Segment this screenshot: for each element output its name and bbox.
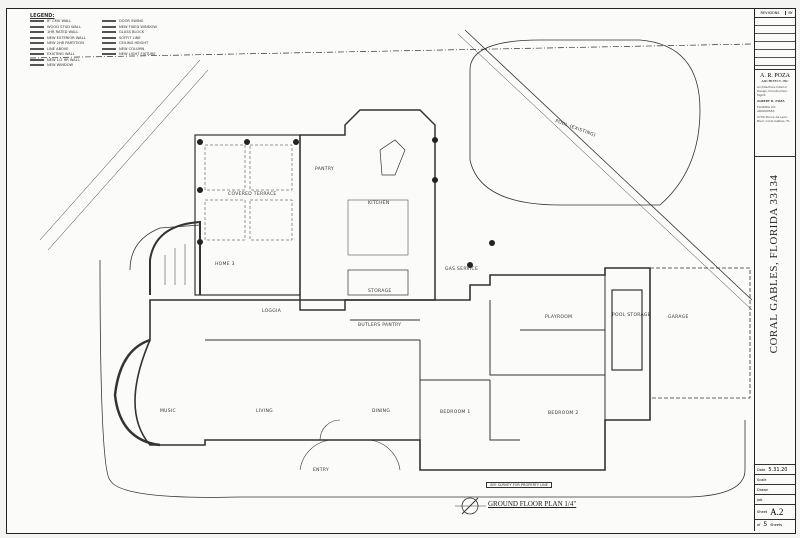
sheet-label: Sheet xyxy=(757,510,768,514)
sheet-number: A.2 xyxy=(770,507,784,517)
room-label-playroom: PLAYROOM xyxy=(545,314,572,320)
legend-item: WOOD STUD WALL xyxy=(47,24,81,29)
date-value: 5.31.20 xyxy=(768,466,788,473)
firm-block: A. R. POZA ARCHITECT, INC Architecture I… xyxy=(755,70,795,157)
legend-item: EXISTING WALL xyxy=(47,52,75,56)
room-label-living: LIVING xyxy=(256,408,273,414)
room-label-gas-service: GAS SERVICE xyxy=(445,266,478,272)
property-line-diagonal xyxy=(464,29,753,301)
legend-item: NEW EXTERIOR WALL xyxy=(47,35,86,40)
legend-item: NEW COLUMN xyxy=(119,46,145,51)
kitchen-wing xyxy=(299,109,436,311)
project-location: CORAL GABLES, FLORIDA 33134 xyxy=(759,169,789,359)
drawing-sheet xyxy=(6,8,796,534)
stair-tower xyxy=(149,220,201,295)
project-location-text: CORAL GABLES, FLORIDA 33134 xyxy=(768,174,780,354)
room-label-entry: ENTRY xyxy=(313,467,329,473)
sheet-count: 5 xyxy=(763,521,768,528)
covered-terrace xyxy=(194,134,301,296)
by-header: BY xyxy=(785,11,795,15)
date-label: Date xyxy=(757,467,766,472)
scale-label: Scale xyxy=(757,477,767,482)
room-label-pool-storage: POOL STORAGE xyxy=(612,312,651,318)
revisions-header: REVISIONS xyxy=(760,11,780,15)
legend-title: LEGEND: xyxy=(30,13,55,19)
title-block: REVISIONS BY A. R. POZA ARCHITECT, INC Ar… xyxy=(754,9,795,531)
legend-item: NEW LIGHT FIXTURE xyxy=(119,52,156,56)
legend-item: NEW WINDOW xyxy=(47,63,74,67)
room-label-dining: DINING xyxy=(372,408,390,414)
pool-storage xyxy=(611,289,643,371)
job-label: Job xyxy=(757,497,763,502)
music-bay xyxy=(113,338,161,447)
sheets-label: Sheets xyxy=(770,522,783,527)
pool-outline xyxy=(469,39,701,206)
garage xyxy=(649,267,751,399)
legend-item: CEILING HEIGHT xyxy=(119,41,149,45)
room-label-bedroom-1: BEDROOM 1 xyxy=(440,409,470,415)
room-label-kitchen: KITCHEN xyxy=(368,200,390,206)
main-house-outline xyxy=(134,267,651,471)
room-label-pantry: PANTRY xyxy=(315,166,334,172)
legend-item: 8" CMU WALL xyxy=(47,19,72,23)
room-label-garage: GARAGE xyxy=(668,314,689,320)
drawn-label: Drawn xyxy=(757,487,769,492)
room-label-loggia: LOGGIA xyxy=(262,308,282,314)
room-label-pool: POOL (EXISTING) xyxy=(554,118,596,138)
legend: LEGEND: 8" CMU WALL WOOD STUD WALL 1HR R… xyxy=(30,13,180,69)
room-label-butlers-pantry: BUTLERS PANTRY xyxy=(358,322,401,328)
room-label-home: HOME 3 xyxy=(215,261,235,267)
column-markers xyxy=(197,137,495,268)
site-note: SEE SURVEY FOR PROPERTY LINE xyxy=(486,482,552,488)
license: FLORIDA LIC. AR0009583 xyxy=(757,105,777,113)
room-label-bedroom-2: BEDROOM 2 xyxy=(548,410,578,416)
legend-item: 1HR RATED WALL xyxy=(47,30,79,34)
legend-item: LINE ABOVE xyxy=(47,46,69,51)
room-label-covered-terrace: COVERED TERRACE xyxy=(228,191,277,197)
firm-description: Architecture Interior Design Constructio… xyxy=(757,85,788,97)
firm-name: A. R. POZA xyxy=(759,73,790,79)
driveway-outline xyxy=(99,224,746,498)
firm-subtitle: ARCHITECT, INC xyxy=(761,79,789,83)
legend-item: NEW FIXED WINDOW xyxy=(119,24,157,29)
of-label: of xyxy=(757,522,761,527)
room-label-music: MUSIC xyxy=(160,408,176,414)
legend-item: NEW 2HR PARTITION xyxy=(47,41,84,45)
revisions-table: REVISIONS BY xyxy=(755,9,795,70)
legend-item: GLASS BLOCK xyxy=(119,30,145,34)
legend-item: NEW 1/2 HR WALL xyxy=(47,57,80,62)
firm-address: 2700 Ponce de Leon Blvd, Coral Gables, F… xyxy=(757,115,790,123)
legend-item: DOOR SWING xyxy=(119,19,144,23)
legend-item: SOFFIT LINE xyxy=(119,35,141,40)
architect-name: ALBERT R. POZA xyxy=(757,99,785,103)
plan-title: GROUND FLOOR PLAN 1/4" xyxy=(488,500,577,508)
room-label-storage: STORAGE xyxy=(368,288,392,294)
